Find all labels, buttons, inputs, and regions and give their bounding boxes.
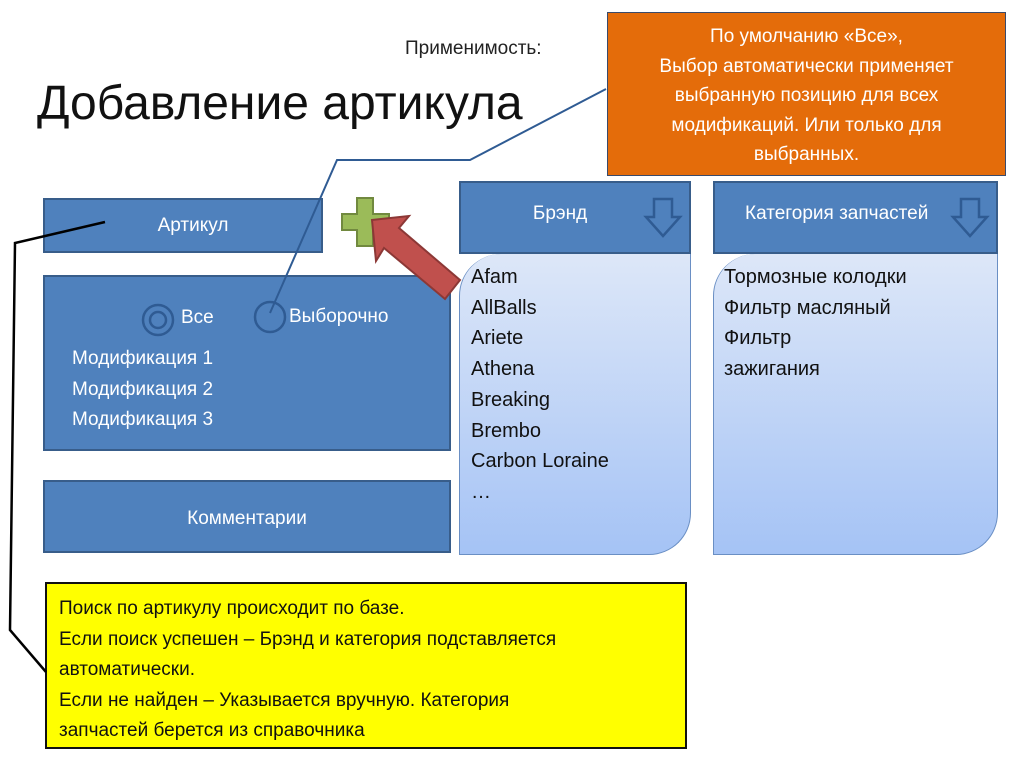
- callout-line: выбранную позицию для всех: [674, 85, 939, 106]
- arrow-down-icon: [643, 197, 683, 238]
- callout-line: По умолчанию «Все»,: [710, 26, 903, 47]
- category-item[interactable]: зажигания: [724, 358, 820, 381]
- modifications-panel: Все Выборочно Модификация 1 Модификация …: [43, 275, 451, 451]
- brand-item[interactable]: Breaking: [471, 388, 550, 411]
- category-header-label: Категория запчастей: [745, 202, 929, 224]
- modification-item[interactable]: Модификация 3: [72, 409, 214, 430]
- note-line: запчастей берется из справочника: [59, 720, 365, 741]
- category-item[interactable]: Фильтр масляный: [724, 296, 891, 319]
- article-input[interactable]: Артикул: [43, 198, 323, 253]
- note-line: автоматически.: [59, 659, 195, 680]
- default-callout: По умолчанию «Все», Выбор автоматически …: [607, 12, 1006, 176]
- brand-item[interactable]: Afam: [471, 266, 518, 288]
- modification-item[interactable]: Модификация 1: [72, 348, 214, 369]
- note-line: Если поиск успешен – Брэнд и категория п…: [59, 628, 557, 650]
- brand-item[interactable]: Brembo: [471, 419, 542, 442]
- brand-header-label: Брэнд: [532, 202, 588, 224]
- radio-selective-label[interactable]: Выборочно: [289, 306, 389, 327]
- comments-label: Комментарии: [187, 507, 307, 529]
- category-dropdown[interactable]: Категория запчастей: [713, 181, 998, 254]
- brand-item[interactable]: AllBalls: [471, 296, 537, 319]
- article-label: Артикул: [157, 214, 229, 236]
- brand-dropdown[interactable]: Брэнд: [459, 181, 691, 254]
- category-list: Тормозные колодки Фильтр масляный Фильтр…: [713, 254, 998, 555]
- modification-item[interactable]: Модификация 2: [72, 379, 214, 400]
- plus-icon[interactable]: [341, 197, 390, 247]
- note-line: Если не найден – Указывается вручную. Ка…: [59, 689, 510, 711]
- note-line: Поиск по артикулу происходит по базе.: [59, 598, 405, 619]
- brand-item[interactable]: Athena: [471, 358, 535, 381]
- page-title: Добавление артикула: [37, 77, 523, 130]
- callout-line: выбранных.: [753, 144, 860, 165]
- comments-field[interactable]: Комментарии: [43, 480, 451, 553]
- brand-item[interactable]: Ariete: [471, 327, 524, 350]
- callout-line: модификаций. Или только для: [671, 114, 942, 136]
- brand-item[interactable]: Carbon Loraine: [471, 450, 609, 473]
- radio-all-label[interactable]: Все: [181, 307, 214, 328]
- category-item[interactable]: Фильтр: [724, 327, 792, 350]
- brand-list: Afam AllBalls Ariete Athena Breaking Bre…: [459, 254, 691, 555]
- brand-more: …: [471, 480, 491, 503]
- radio-selective-icon[interactable]: [253, 300, 287, 334]
- search-note: Поиск по артикулу происходит по базе. Ес…: [45, 582, 687, 749]
- category-item[interactable]: Тормозные колодки: [724, 266, 907, 288]
- arrow-down-icon: [950, 197, 990, 238]
- radio-all-icon[interactable]: [141, 303, 175, 337]
- callout-line: Выбор автоматически применяет: [659, 55, 954, 77]
- applicability-label: Применимость:: [405, 38, 542, 59]
